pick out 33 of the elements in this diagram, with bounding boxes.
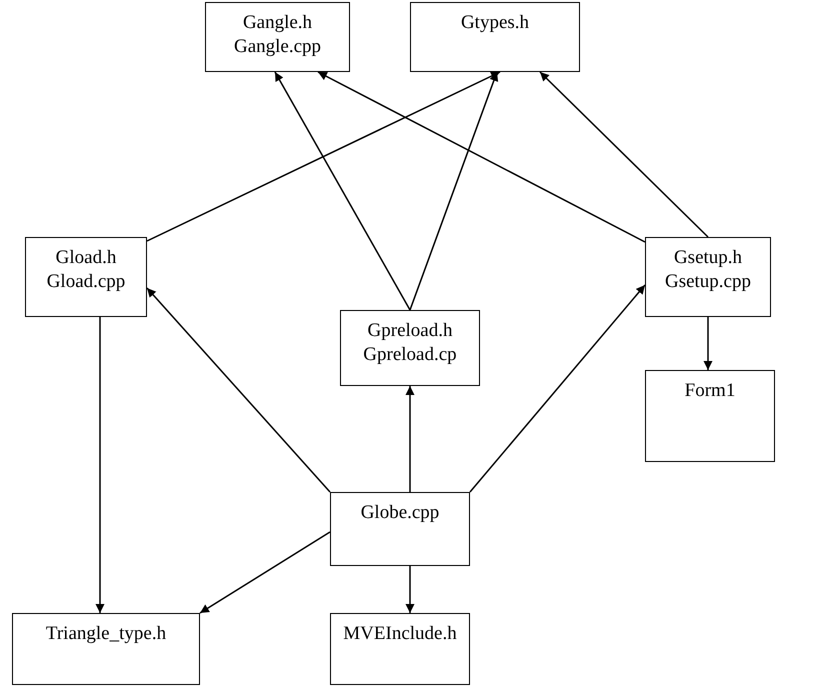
process-box xyxy=(25,237,147,317)
arrow xyxy=(200,531,330,614)
arrow xyxy=(318,71,646,243)
arrow xyxy=(539,71,709,238)
arrow xyxy=(704,317,712,370)
file-name-label: Gload.h xyxy=(56,246,116,270)
file-name-label: Gsetup.h xyxy=(674,246,742,270)
file-name-label: Gangle.h xyxy=(242,11,312,35)
file-name-label: Gangle.cpp xyxy=(234,35,322,59)
arrow xyxy=(274,72,411,310)
process-box xyxy=(645,237,771,317)
arrow xyxy=(406,386,414,492)
process-box xyxy=(12,613,200,685)
file-name-label: Gpreload.h xyxy=(368,319,452,343)
process-box xyxy=(205,2,350,72)
arrow xyxy=(146,71,500,242)
arrow xyxy=(406,566,414,613)
file-name-label: Form1 xyxy=(684,379,736,403)
file-name-label: MVEInclude.h xyxy=(343,622,457,646)
file-name-label: Gtypes.h xyxy=(460,11,530,35)
process-box xyxy=(330,492,470,566)
arrow xyxy=(469,284,646,492)
process-box xyxy=(330,613,470,685)
file-name-label: Gpreload.cp xyxy=(363,343,457,367)
arrow xyxy=(96,317,104,613)
file-name-label: Globe.cpp xyxy=(360,501,440,525)
process-box xyxy=(410,2,580,72)
arrow xyxy=(146,288,331,492)
file-name-label: Gsetup.cpp xyxy=(664,270,751,294)
file-name-label: Gload.cpp xyxy=(46,270,126,294)
process-box xyxy=(645,370,775,462)
file-name-label: Triangle_type.h xyxy=(46,622,166,646)
process-box xyxy=(340,310,480,386)
